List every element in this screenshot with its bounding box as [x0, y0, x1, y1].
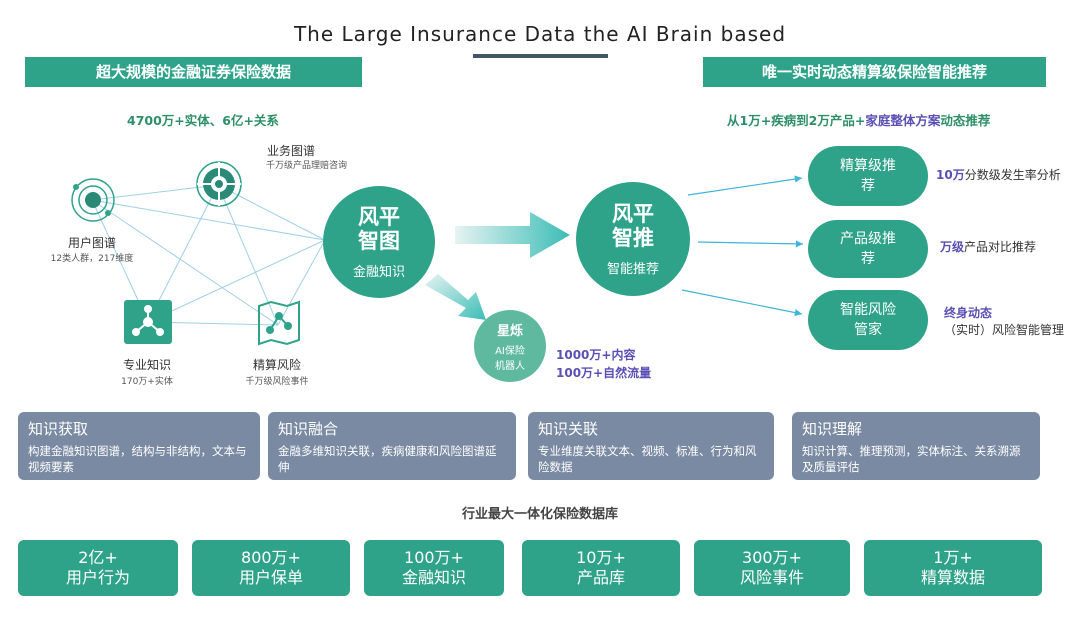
robot-line2: 机器人 [495, 361, 525, 372]
robot-title: 星烁 [496, 324, 523, 339]
database-title: 行业最大一体化保险数据库 [461, 507, 618, 522]
right-banner: 唯一实时动态精算级保险智能推荐 [703, 57, 1046, 87]
robot-line1: AI保险 [495, 346, 525, 357]
knowledge-graph-hub: 风平 智图 金融知识 [323, 186, 435, 298]
risk-manager-node: 智能风险管家 [808, 290, 928, 350]
left-subtitle: 4700万+实体、6亿+关系 [127, 113, 279, 128]
hub-right-line1: 风平 [612, 201, 654, 226]
risk-manager-desc: （实时）风险智能管理 [944, 323, 1065, 337]
hub-right-line2: 智推 [612, 225, 654, 250]
orbit-icon [70, 177, 116, 227]
right-subtitle: 从1万+疾病到2万产品+家庭整体方案动态推荐 [727, 113, 991, 128]
left-banner: 超大规模的金融证券保险数据 [25, 57, 362, 87]
stat-financial-knowledge: 100万+金融知识 [364, 540, 504, 596]
panel-knowledge-acquisition: 知识获取 构建金融知识图谱，结构与非结构，文本与视频要素 [18, 412, 260, 480]
panel-knowledge-association: 知识关联 专业维度关联文本、视频、标准、行为和风险数据 [528, 412, 774, 480]
network-icon [124, 300, 172, 348]
product-recommend-node: 产品级推荐 [808, 220, 928, 278]
professional-knowledge-label: 专业知识 [122, 358, 171, 372]
stat-actuarial-data: 1万+精算数据 [864, 540, 1042, 596]
ai-robot-node: 星烁 AI保险 机器人 [474, 310, 546, 382]
target-icon [195, 160, 243, 212]
actuarial-recommend-desc: 10万分数级发生率分析 [936, 168, 1061, 182]
risk-manager-desc-hl: 终身动态 [944, 306, 993, 320]
business-graph-label: 业务图谱 [267, 144, 316, 158]
robot-stat2: 100万+自然流量 [556, 366, 652, 380]
panel-knowledge-fusion: 知识融合 金融多维知识关联，疾病健康和风险图谱延伸 [268, 412, 516, 480]
actuarial-risk-sub: 千万级风险事件 [245, 377, 309, 387]
user-graph-label: 用户图谱 [67, 236, 116, 250]
professional-knowledge-sub: 170万+实体 [121, 377, 173, 387]
page-title: The Large Insurance Data the AI Brain ba… [293, 22, 787, 46]
robot-stat1: 1000万+内容 [556, 348, 636, 362]
title-underline [473, 54, 608, 58]
hub-left-sub: 金融知识 [352, 264, 405, 280]
hub-left-line1: 风平 [358, 204, 400, 229]
hub-right-sub: 智能推荐 [606, 261, 659, 277]
stat-product-library: 10万+产品库 [522, 540, 680, 596]
panel-knowledge-understanding: 知识理解 知识计算、推理预测，实体标注、关系溯源及质量评估 [792, 412, 1040, 480]
hub-left-line2: 智图 [358, 228, 400, 253]
stat-user-behavior: 2亿+用户行为 [18, 540, 178, 596]
business-graph-sub: 千万级产品理赔咨询 [266, 161, 348, 171]
stat-risk-events: 300万+风险事件 [694, 540, 850, 596]
user-graph-sub: 12类人群，217维度 [50, 254, 134, 264]
map-route-icon [256, 300, 302, 350]
product-recommend-desc: 万级产品对比推荐 [940, 240, 1037, 254]
actuarial-recommend-node: 精算级推荐 [808, 146, 928, 206]
recommendation-hub: 风平 智推 智能推荐 [576, 182, 690, 296]
actuarial-risk-label: 精算风险 [252, 358, 301, 372]
stat-user-policies: 800万+用户保单 [192, 540, 350, 596]
